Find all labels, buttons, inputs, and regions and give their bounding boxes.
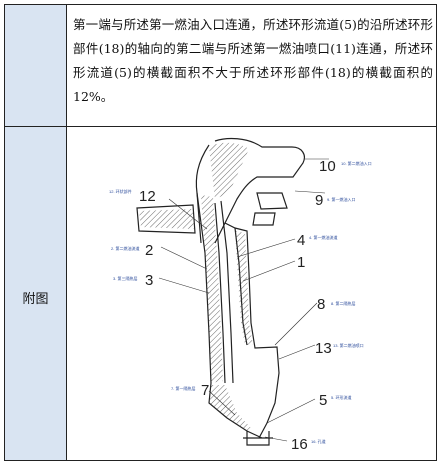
callout-label-2: 2. 第二燃油流道 (111, 245, 139, 251)
callout-number-4: 4 (297, 232, 305, 249)
callout-label-13: 13. 第二燃油喷口 (333, 342, 364, 348)
callout-label-5: 5. 环形流道 (331, 394, 351, 400)
callout-number-3: 3 (145, 272, 153, 289)
callout-number-5: 5 (319, 392, 327, 409)
claim-text: 第一端与所述第一燃油入口连通，所述环形流道(5)的沿所述环形部件(18)的轴向的… (73, 17, 433, 104)
callout-number-10: 10 (319, 158, 336, 175)
claim-table: 第一端与所述第一燃油入口连通，所述环形流道(5)的沿所述环形部件(18)的轴向的… (4, 4, 437, 461)
callout-label-4: 4. 第一燃油流道 (309, 234, 337, 240)
nozzle-diagram: 10 10. 第二燃油入口 9 9. 第一燃油入口 12 12. 环状部件 2 … (109, 137, 372, 453)
callouts: 10 10. 第二燃油入口 9 9. 第一燃油入口 12 12. 环状部件 2 … (109, 158, 372, 453)
label-cell-figure (5, 127, 66, 460)
callout-number-8: 8 (317, 296, 325, 313)
callout-label-9: 9. 第一燃油入口 (327, 196, 355, 202)
callout-label-16: 16. 孔道 (311, 438, 326, 444)
callout-label-12: 12. 环状部件 (109, 188, 132, 194)
callout-number-1: 1 (297, 254, 305, 271)
callout-number-12: 12 (139, 188, 156, 205)
callout-label-3: 3. 第三隔热层 (113, 275, 137, 281)
column-divider (66, 5, 67, 460)
callout-label-10: 10. 第二燃油入口 (341, 160, 372, 166)
label-cell-top (5, 5, 66, 126)
leader-lines (158, 158, 329, 442)
callout-number-2: 2 (145, 242, 153, 259)
figure-drawing: 10 10. 第二燃油入口 9 9. 第一燃油入口 12 12. 环状部件 2 … (97, 133, 412, 458)
section-hatching (139, 142, 253, 431)
callout-number-13: 13 (315, 340, 332, 357)
callout-number-16: 16 (291, 436, 308, 453)
callout-label-7: 7. 第一隔热层 (171, 385, 195, 391)
figure-label: 附图 (22, 292, 49, 307)
row-divider (5, 126, 436, 127)
callout-number-7: 7 (201, 382, 209, 399)
callout-number-9: 9 (315, 192, 323, 209)
callout-label-8: 8. 第二隔热层 (331, 300, 355, 306)
